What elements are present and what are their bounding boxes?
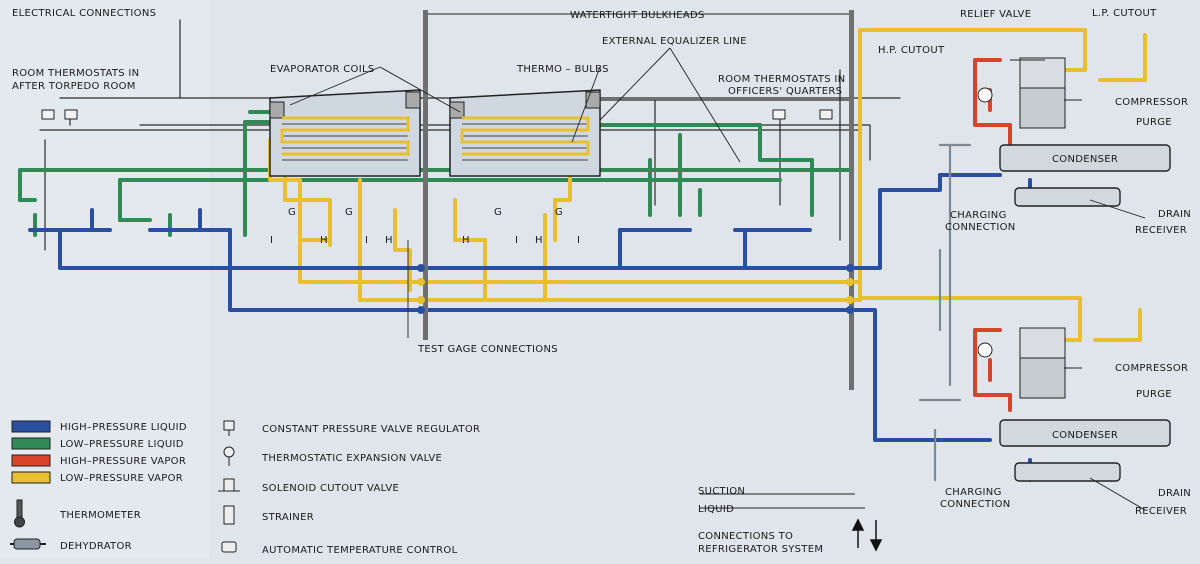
return-lines (918, 143, 972, 482)
valve-letter: I (365, 235, 368, 246)
label-compressor-bottom: COMPRESSOR (1115, 363, 1188, 374)
legend-swatch (11, 454, 51, 467)
legend-label: HIGH–PRESSURE LIQUID (60, 422, 187, 433)
diagram-labels: ELECTRICAL CONNECTIONS ROOM THERMOSTATS … (12, 8, 1191, 555)
label-liquid: LIQUID (698, 504, 734, 515)
valve-letter: H (535, 235, 543, 246)
legend-label: CONSTANT PRESSURE VALVE REGULATOR (262, 424, 480, 435)
label-connections-to-2: REFRIGERATOR SYSTEM (698, 544, 823, 555)
legend-label: THERMOSTATIC EXPANSION VALVE (261, 453, 442, 464)
condenser-bottom (999, 419, 1171, 447)
valve-letter: G (555, 207, 563, 218)
dehydrator-icon (10, 538, 46, 550)
label-thermo-bulbs: THERMO – BULBS (516, 64, 609, 75)
legend-label: SOLENOID CUTOUT VALVE (262, 483, 399, 494)
label-charging-top-1: CHARGING (950, 210, 1007, 221)
legend-label: AUTOMATIC TEMPERATURE CONTROL (262, 545, 458, 556)
label-suction: SUCTION (698, 486, 745, 497)
label-charging-bottom-1: CHARGING (945, 487, 1002, 498)
label-condenser-top: CONDENSER (1052, 154, 1118, 165)
thermostat-icon (772, 109, 786, 120)
valve-letter: G (288, 207, 296, 218)
system-arrows (851, 518, 883, 552)
thermostat-icon (64, 109, 78, 120)
receiver-top (1014, 187, 1121, 207)
label-purge-top: PURGE (1136, 117, 1172, 128)
thermostat-icon (41, 109, 55, 120)
high-pressure-vapor-lines (973, 58, 1012, 412)
label-receiver-top: RECEIVER (1135, 225, 1187, 236)
valve-letter: H (320, 235, 328, 246)
valve-letter: I (577, 235, 580, 246)
valve-letter: H (385, 235, 393, 246)
label-room-thermostats-officers-2: OFFICERS' QUARTERS (728, 86, 842, 97)
legend: HIGH–PRESSURE LIQUID LOW–PRESSURE LIQUID… (10, 420, 480, 556)
valve-letter: G (494, 207, 502, 218)
legend-label: HIGH–PRESSURE VAPOR (60, 456, 186, 467)
legend-label: STRAINER (262, 512, 314, 523)
valve-letter: I (515, 235, 518, 246)
pressure-regulator-icon (223, 420, 235, 436)
legend-swatch (11, 420, 51, 433)
leader-lines (289, 47, 1146, 511)
receiver-bottom (1014, 462, 1121, 482)
label-test-gage: TEST GAGE CONNECTIONS (417, 344, 558, 355)
high-pressure-liquid-lines (28, 173, 1032, 482)
evaporator-coil-right (449, 89, 601, 177)
label-room-thermostats-after-1: ROOM THERMOSTATS IN (12, 68, 139, 79)
expansion-valve-icon (223, 446, 235, 466)
label-room-thermostats-after-2: AFTER TORPEDO ROOM (12, 81, 136, 92)
label-electrical-connections: ELECTRICAL CONNECTIONS (12, 8, 156, 19)
label-receiver-bottom: RECEIVER (1135, 506, 1187, 517)
compressor-unit-top (977, 57, 1066, 129)
thermostat-boxes (41, 109, 833, 120)
valve-letter: H (462, 235, 470, 246)
label-external-equalizer: EXTERNAL EQUALIZER LINE (602, 36, 747, 47)
label-room-thermostats-officers-1: ROOM THERMOSTATS IN (718, 74, 845, 85)
label-lp-cutout: L.P. CUTOUT (1092, 8, 1157, 19)
label-watertight-bulkheads: WATERTIGHT BULKHEADS (570, 10, 705, 21)
label-hp-cutout: H.P. CUTOUT (878, 45, 945, 56)
label-evaporator-coils: EVAPORATOR COILS (270, 64, 375, 75)
evaporator-coil-left (269, 89, 421, 177)
watertight-bulkheads (423, 10, 854, 390)
legend-label: LOW–PRESSURE LIQUID (60, 439, 184, 450)
label-charging-top-2: CONNECTION (945, 222, 1016, 233)
legend-swatch (11, 471, 51, 484)
valve-letter: I (270, 235, 273, 246)
label-drain-bottom: DRAIN (1158, 488, 1191, 499)
condenser-top (999, 144, 1171, 172)
temperature-control-icon (221, 541, 237, 553)
compressor-unit-bottom (977, 327, 1066, 399)
label-charging-bottom-2: CONNECTION (940, 499, 1011, 510)
label-purge-bottom: PURGE (1136, 389, 1172, 400)
thermostat-icon (819, 109, 833, 120)
label-compressor-top: COMPRESSOR (1115, 97, 1188, 108)
thermometer-icon (14, 499, 25, 528)
solenoid-valve-icon (218, 478, 240, 492)
label-condenser-bottom: CONDENSER (1052, 430, 1118, 441)
junctions (417, 264, 854, 314)
legend-label: LOW–PRESSURE VAPOR (60, 473, 183, 484)
label-relief-valve: RELIEF VALVE (960, 9, 1031, 20)
valve-letter: G (345, 207, 353, 218)
legend-label: DEHYDRATOR (60, 541, 132, 552)
legend-swatch (11, 437, 51, 450)
label-drain-top: DRAIN (1158, 209, 1191, 220)
label-connections-to-1: CONNECTIONS TO (698, 531, 793, 542)
legend-label: THERMOMETER (59, 510, 141, 521)
strainer-icon (223, 505, 235, 525)
